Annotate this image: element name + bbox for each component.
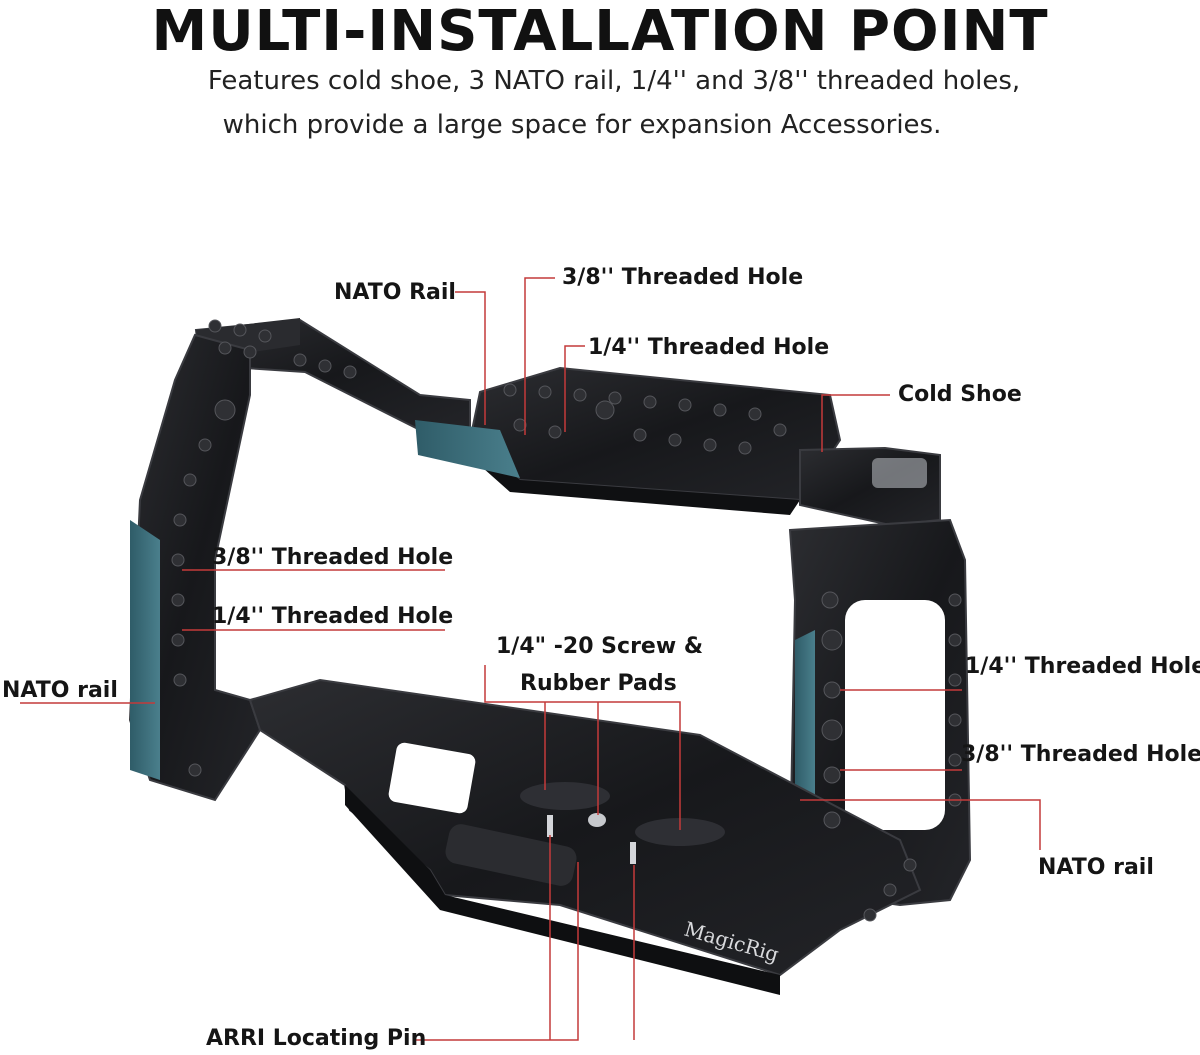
cold-shoe-block [799,446,941,527]
callout-screw-line-1: 1/4" -20 Screw & [496,634,704,659]
leader-lines [20,277,1041,1041]
nato-rail-top-strip [415,420,520,478]
callout-cold-shoe: Cold Shoe [898,382,1022,407]
callout-threaded-hole-14-left: 1/4'' Threaded Hole [212,604,454,629]
subtitle-line-2: which provide a large space for expansio… [222,110,942,140]
top-plate [415,366,842,515]
rubber-pad-right [635,818,725,846]
page-title: MULTI-INSTALLATION POINT [151,0,1049,64]
rubber-pad-left [520,782,610,810]
arri-pin-left [547,815,553,837]
callout-threaded-hole-38-top: 3/8'' Threaded Hole [562,265,804,290]
callout-threaded-hole-38-left: 3/8'' Threaded Hole [212,545,454,570]
callout-arri-locating-pin: ARRI Locating Pin [206,1026,427,1051]
mount-screw [588,813,606,827]
callout-threaded-hole-38-right: 3/8'' Threaded Hole [961,742,1200,767]
callout-nato-rail-top: NATO Rail [334,280,456,305]
nato-rail-right-strip [795,630,815,810]
callout-threaded-hole-14-top: 1/4'' Threaded Hole [588,335,830,360]
subtitle-line-1: Features cold shoe, 3 NATO rail, 1/4'' a… [207,66,1021,96]
nato-rail-left-strip [130,520,160,780]
callout-screw-line-2: Rubber Pads [520,671,677,696]
callout-nato-rail-right: NATO rail [1038,855,1154,880]
mounting-holes [171,319,962,922]
callout-threaded-hole-14-right: 1/4'' Threaded Hole [965,654,1200,679]
arri-pin-right [630,842,636,864]
base-plate [248,678,922,995]
callout-nato-rail-left: NATO rail [2,678,118,703]
